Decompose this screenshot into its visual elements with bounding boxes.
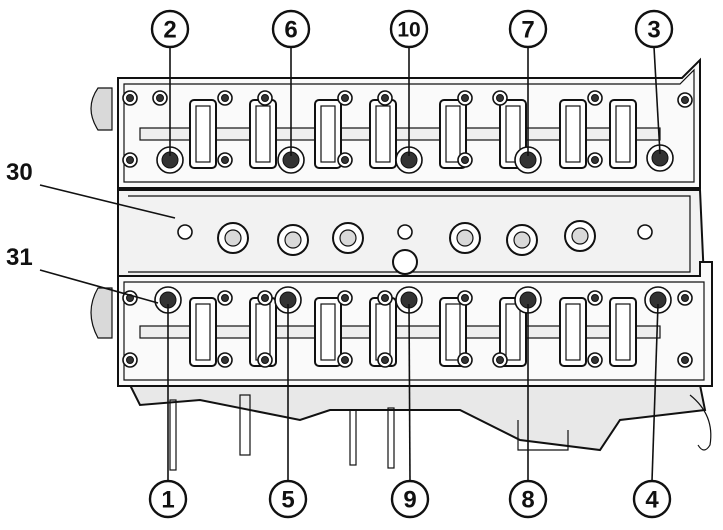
small-bolt-center xyxy=(381,94,389,102)
cam-lobe-face xyxy=(195,303,211,361)
small-bolt-center xyxy=(591,156,599,164)
svg-text:1: 1 xyxy=(161,487,174,514)
svg-text:4: 4 xyxy=(645,487,659,514)
port-center xyxy=(284,231,302,249)
cam-lobe-face xyxy=(615,105,631,163)
small-bolt-center xyxy=(461,156,469,164)
callout-top-3: 3 xyxy=(634,9,674,49)
small-bolt-center xyxy=(461,294,469,302)
cam-lobe-face xyxy=(195,105,211,163)
small-bolt-center xyxy=(221,294,229,302)
small-bolt-center xyxy=(221,156,229,164)
small-bolt-center xyxy=(591,94,599,102)
leader-31 xyxy=(39,269,159,304)
callout-bottom-5: 5 xyxy=(268,479,308,519)
port-center xyxy=(513,231,531,249)
label-31: 31 xyxy=(6,244,33,271)
small-bolt-center xyxy=(221,356,229,364)
small-bolt-center xyxy=(341,356,349,364)
leader-bottom xyxy=(651,303,659,482)
cam-lobe-face xyxy=(375,105,391,163)
small-bolt-center xyxy=(681,96,689,104)
cam-lobe-face xyxy=(505,105,521,163)
gasket-hole xyxy=(177,224,193,240)
cam-lobe xyxy=(559,99,587,169)
small-bolt-center xyxy=(381,294,389,302)
cam-lobe-face xyxy=(320,303,336,361)
callout-bottom-1: 1 xyxy=(148,479,188,519)
small-bolt-center xyxy=(381,356,389,364)
small-bolt-center xyxy=(261,356,269,364)
small-bolt-center xyxy=(591,294,599,302)
small-bolt-center xyxy=(461,356,469,364)
small-bolt-center xyxy=(126,356,134,364)
label-30: 30 xyxy=(6,159,33,186)
small-bolt-center xyxy=(261,94,269,102)
callout-top-2: 2 xyxy=(150,9,190,49)
cam-lobe-face xyxy=(445,303,461,361)
gasket-hole xyxy=(637,224,653,240)
cam-lobe xyxy=(314,99,342,169)
small-bolt-center xyxy=(341,94,349,102)
callout-top-10: 10 xyxy=(389,9,429,49)
small-bolt-center xyxy=(221,94,229,102)
cam-lobe-face xyxy=(565,105,581,163)
svg-text:8: 8 xyxy=(521,487,534,514)
small-bolt-center xyxy=(681,356,689,364)
perimeter-bolts xyxy=(122,90,693,368)
leader-top xyxy=(653,46,661,155)
svg-text:2: 2 xyxy=(163,17,176,44)
port-center xyxy=(339,229,357,247)
cam-lobe xyxy=(189,297,217,367)
callout-top-7: 7 xyxy=(508,9,548,49)
callout-bottom-4: 4 xyxy=(632,479,672,519)
cam-lobe-face xyxy=(320,105,336,163)
cam-lobe-face xyxy=(565,303,581,361)
small-bolt-center xyxy=(681,294,689,302)
svg-text:3: 3 xyxy=(647,17,660,44)
cam-lobe-face xyxy=(255,105,271,163)
gasket-strip xyxy=(128,195,691,275)
cam-lobe xyxy=(609,99,637,169)
svg-text:7: 7 xyxy=(521,17,534,44)
port-center xyxy=(224,229,242,247)
callout-top-6: 6 xyxy=(271,9,311,49)
gasket-hole xyxy=(397,224,413,240)
svg-text:9: 9 xyxy=(403,487,416,514)
svg-text:6: 6 xyxy=(284,17,297,44)
callout-bottom-8: 8 xyxy=(508,479,548,519)
small-bolt-center xyxy=(496,356,504,364)
cam-lobe xyxy=(369,99,397,169)
small-bolt-center xyxy=(496,94,504,102)
cam-lobe xyxy=(249,99,277,169)
leader-bottom xyxy=(408,303,411,482)
svg-text:5: 5 xyxy=(281,487,294,514)
cam-lobe-face xyxy=(445,105,461,163)
small-bolt-center xyxy=(341,294,349,302)
cam-lobe xyxy=(314,297,342,367)
cam-lobe-face xyxy=(505,303,521,361)
small-bolt-center xyxy=(591,356,599,364)
cam-lobe xyxy=(189,99,217,169)
small-bolt-center xyxy=(261,294,269,302)
head-bolts xyxy=(154,144,674,314)
center-plug xyxy=(392,249,418,275)
small-bolt-center xyxy=(156,94,164,102)
cam-lobe xyxy=(609,297,637,367)
port-center xyxy=(456,229,474,247)
leader-30 xyxy=(39,184,176,219)
small-bolt-center xyxy=(126,156,134,164)
small-bolt-center xyxy=(126,94,134,102)
small-bolt-center xyxy=(341,156,349,164)
port-center xyxy=(571,227,589,245)
svg-text:10: 10 xyxy=(397,19,420,42)
small-bolt-center xyxy=(461,94,469,102)
cam-lobe xyxy=(559,297,587,367)
callout-bottom-9: 9 xyxy=(390,479,430,519)
cam-lobe-face xyxy=(615,303,631,361)
lower-camshaft xyxy=(139,297,661,367)
callout-leaders xyxy=(167,46,661,482)
